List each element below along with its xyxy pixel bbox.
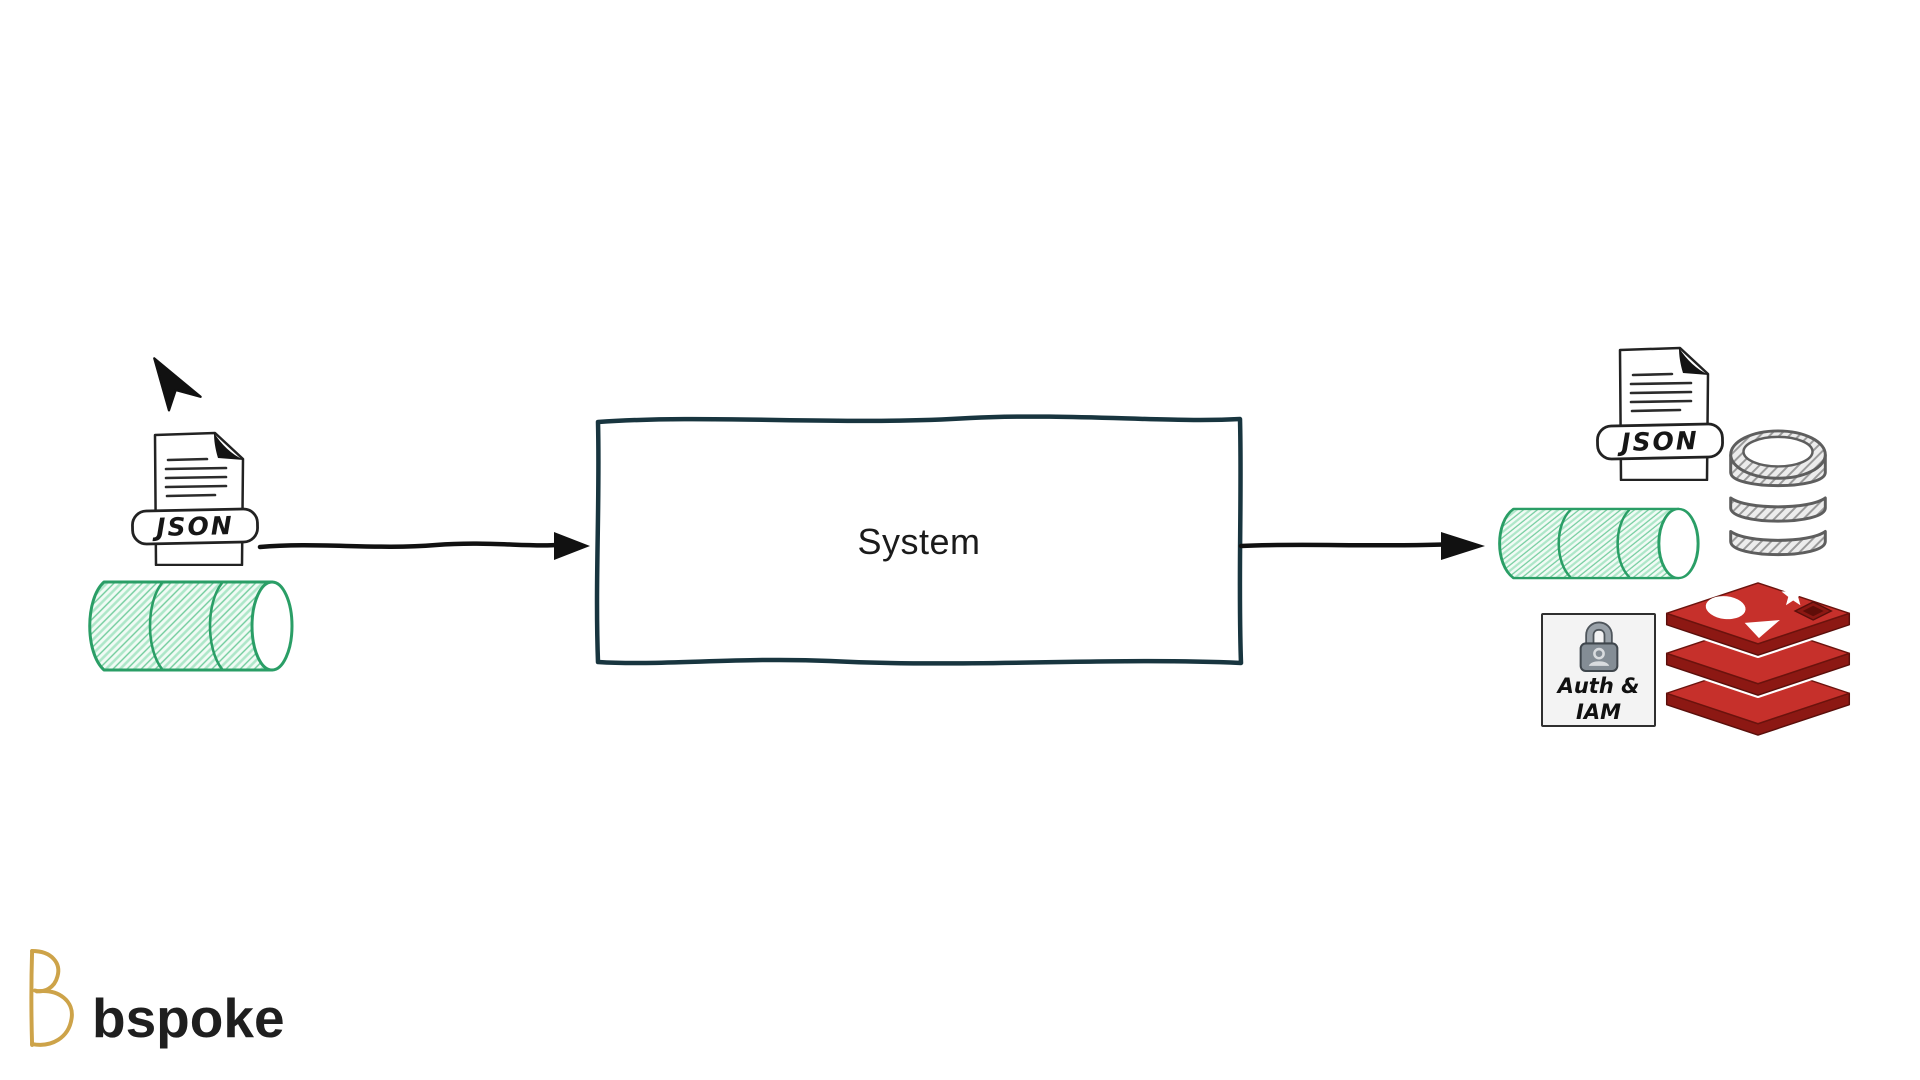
arrow-system-to-output [1238, 532, 1485, 560]
redis-slab-top [1663, 581, 1853, 659]
document-fold [214, 433, 244, 460]
triangle-cutout [1744, 620, 1780, 639]
json-file-icon-input: JSON [130, 430, 260, 567]
json-badge-label: JSON [1620, 425, 1700, 458]
arrow-head [554, 532, 590, 560]
arrow-line [257, 541, 560, 550]
pipe-seam [148, 582, 164, 670]
pipe-opening [1657, 507, 1700, 580]
star-cutout [1781, 582, 1805, 606]
database-icon [1729, 429, 1827, 557]
db-band [1729, 496, 1827, 523]
json-badge-label: JSON [155, 510, 235, 543]
auth-label-line2: IAM [1576, 700, 1621, 724]
lock-shackle [1586, 623, 1611, 647]
user-head [1592, 647, 1605, 660]
circle-cutout [1705, 596, 1746, 620]
system-box-outline [594, 414, 1244, 666]
document-text-lines [1629, 372, 1693, 413]
bspoke-logomark [29, 949, 74, 1047]
json-file-icon-output: JSON [1595, 345, 1725, 482]
json-badge [131, 507, 259, 546]
pipe-seam [1557, 509, 1572, 578]
pipeline-icon-input [88, 580, 294, 672]
db-opening [1742, 435, 1814, 468]
document-fold [1679, 348, 1709, 375]
pipe-seam [208, 582, 224, 670]
json-file-drawing [131, 431, 259, 567]
brand-logo: bspoke [18, 946, 285, 1050]
mouse-pointer-icon [153, 357, 202, 412]
redis-icon [1663, 581, 1853, 737]
arrow-head [1441, 532, 1485, 560]
arrow-input-to-system [257, 532, 590, 560]
lock-user-icon [1579, 621, 1618, 672]
brand-name: bspoke [92, 986, 285, 1049]
auth-label-line1: Auth & [1557, 674, 1640, 698]
json-file-drawing [1596, 346, 1724, 482]
json-badge [1596, 422, 1724, 461]
pipe-seam [1616, 509, 1631, 578]
pipe-opening [250, 580, 294, 672]
auth-iam-node: Auth & IAM [1541, 613, 1656, 727]
user-shoulders [1588, 661, 1609, 666]
document-text-lines [164, 457, 228, 498]
system-label: System [857, 521, 981, 562]
cursor-shape [153, 357, 202, 412]
pipeline-icon-output [1498, 507, 1700, 580]
db-band [1729, 530, 1827, 557]
arrow-line [1238, 542, 1447, 549]
system-node: System [590, 410, 1248, 674]
